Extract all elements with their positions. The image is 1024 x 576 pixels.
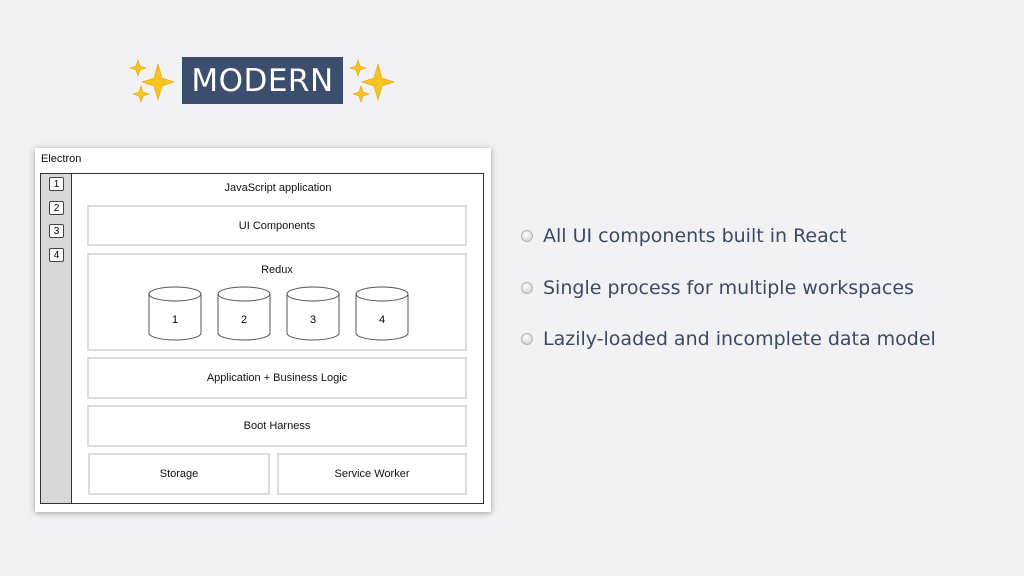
electron-label: Electron	[41, 153, 82, 165]
store-cylinder: 4	[355, 286, 409, 342]
store-label: 1	[171, 314, 179, 326]
sparkles-icon	[129, 59, 175, 103]
slide-title: MODERN	[182, 57, 343, 104]
workspace-1: 1	[49, 177, 64, 191]
bullet-item: Lazily-loaded and incomplete data model	[521, 328, 936, 350]
sparkles-icon	[349, 59, 395, 103]
store-label: 4	[378, 314, 386, 326]
workspace-4: 4	[49, 248, 64, 262]
storage-box: Storage	[88, 453, 270, 495]
js-app-label: JavaScript application	[224, 182, 332, 194]
store-label: 3	[309, 314, 317, 326]
service-worker-box: Service Worker	[277, 453, 467, 495]
bullet-icon	[521, 230, 533, 242]
store-label: 2	[240, 314, 248, 326]
store-cylinder: 3	[286, 286, 340, 342]
bullet-icon	[521, 333, 533, 345]
boot-harness-box: Boot Harness	[87, 405, 467, 447]
store-cylinder: 2	[217, 286, 271, 342]
bullet-text: All UI components built in React	[543, 225, 847, 247]
bullet-text: Single process for multiple workspaces	[543, 277, 914, 299]
business-logic-box: Application + Business Logic	[87, 357, 467, 399]
bullet-item: Single process for multiple workspaces	[521, 277, 914, 299]
ui-components-box: UI Components	[87, 205, 467, 246]
store-cylinder: 1	[148, 286, 202, 342]
redux-label: Redux	[261, 264, 293, 276]
bullet-item: All UI components built in React	[521, 225, 847, 247]
workspace-2: 2	[49, 201, 64, 215]
bullet-text: Lazily-loaded and incomplete data model	[543, 328, 936, 350]
workspace-3: 3	[49, 224, 64, 238]
bullet-icon	[521, 282, 533, 294]
workspace-sidebar	[40, 173, 72, 504]
